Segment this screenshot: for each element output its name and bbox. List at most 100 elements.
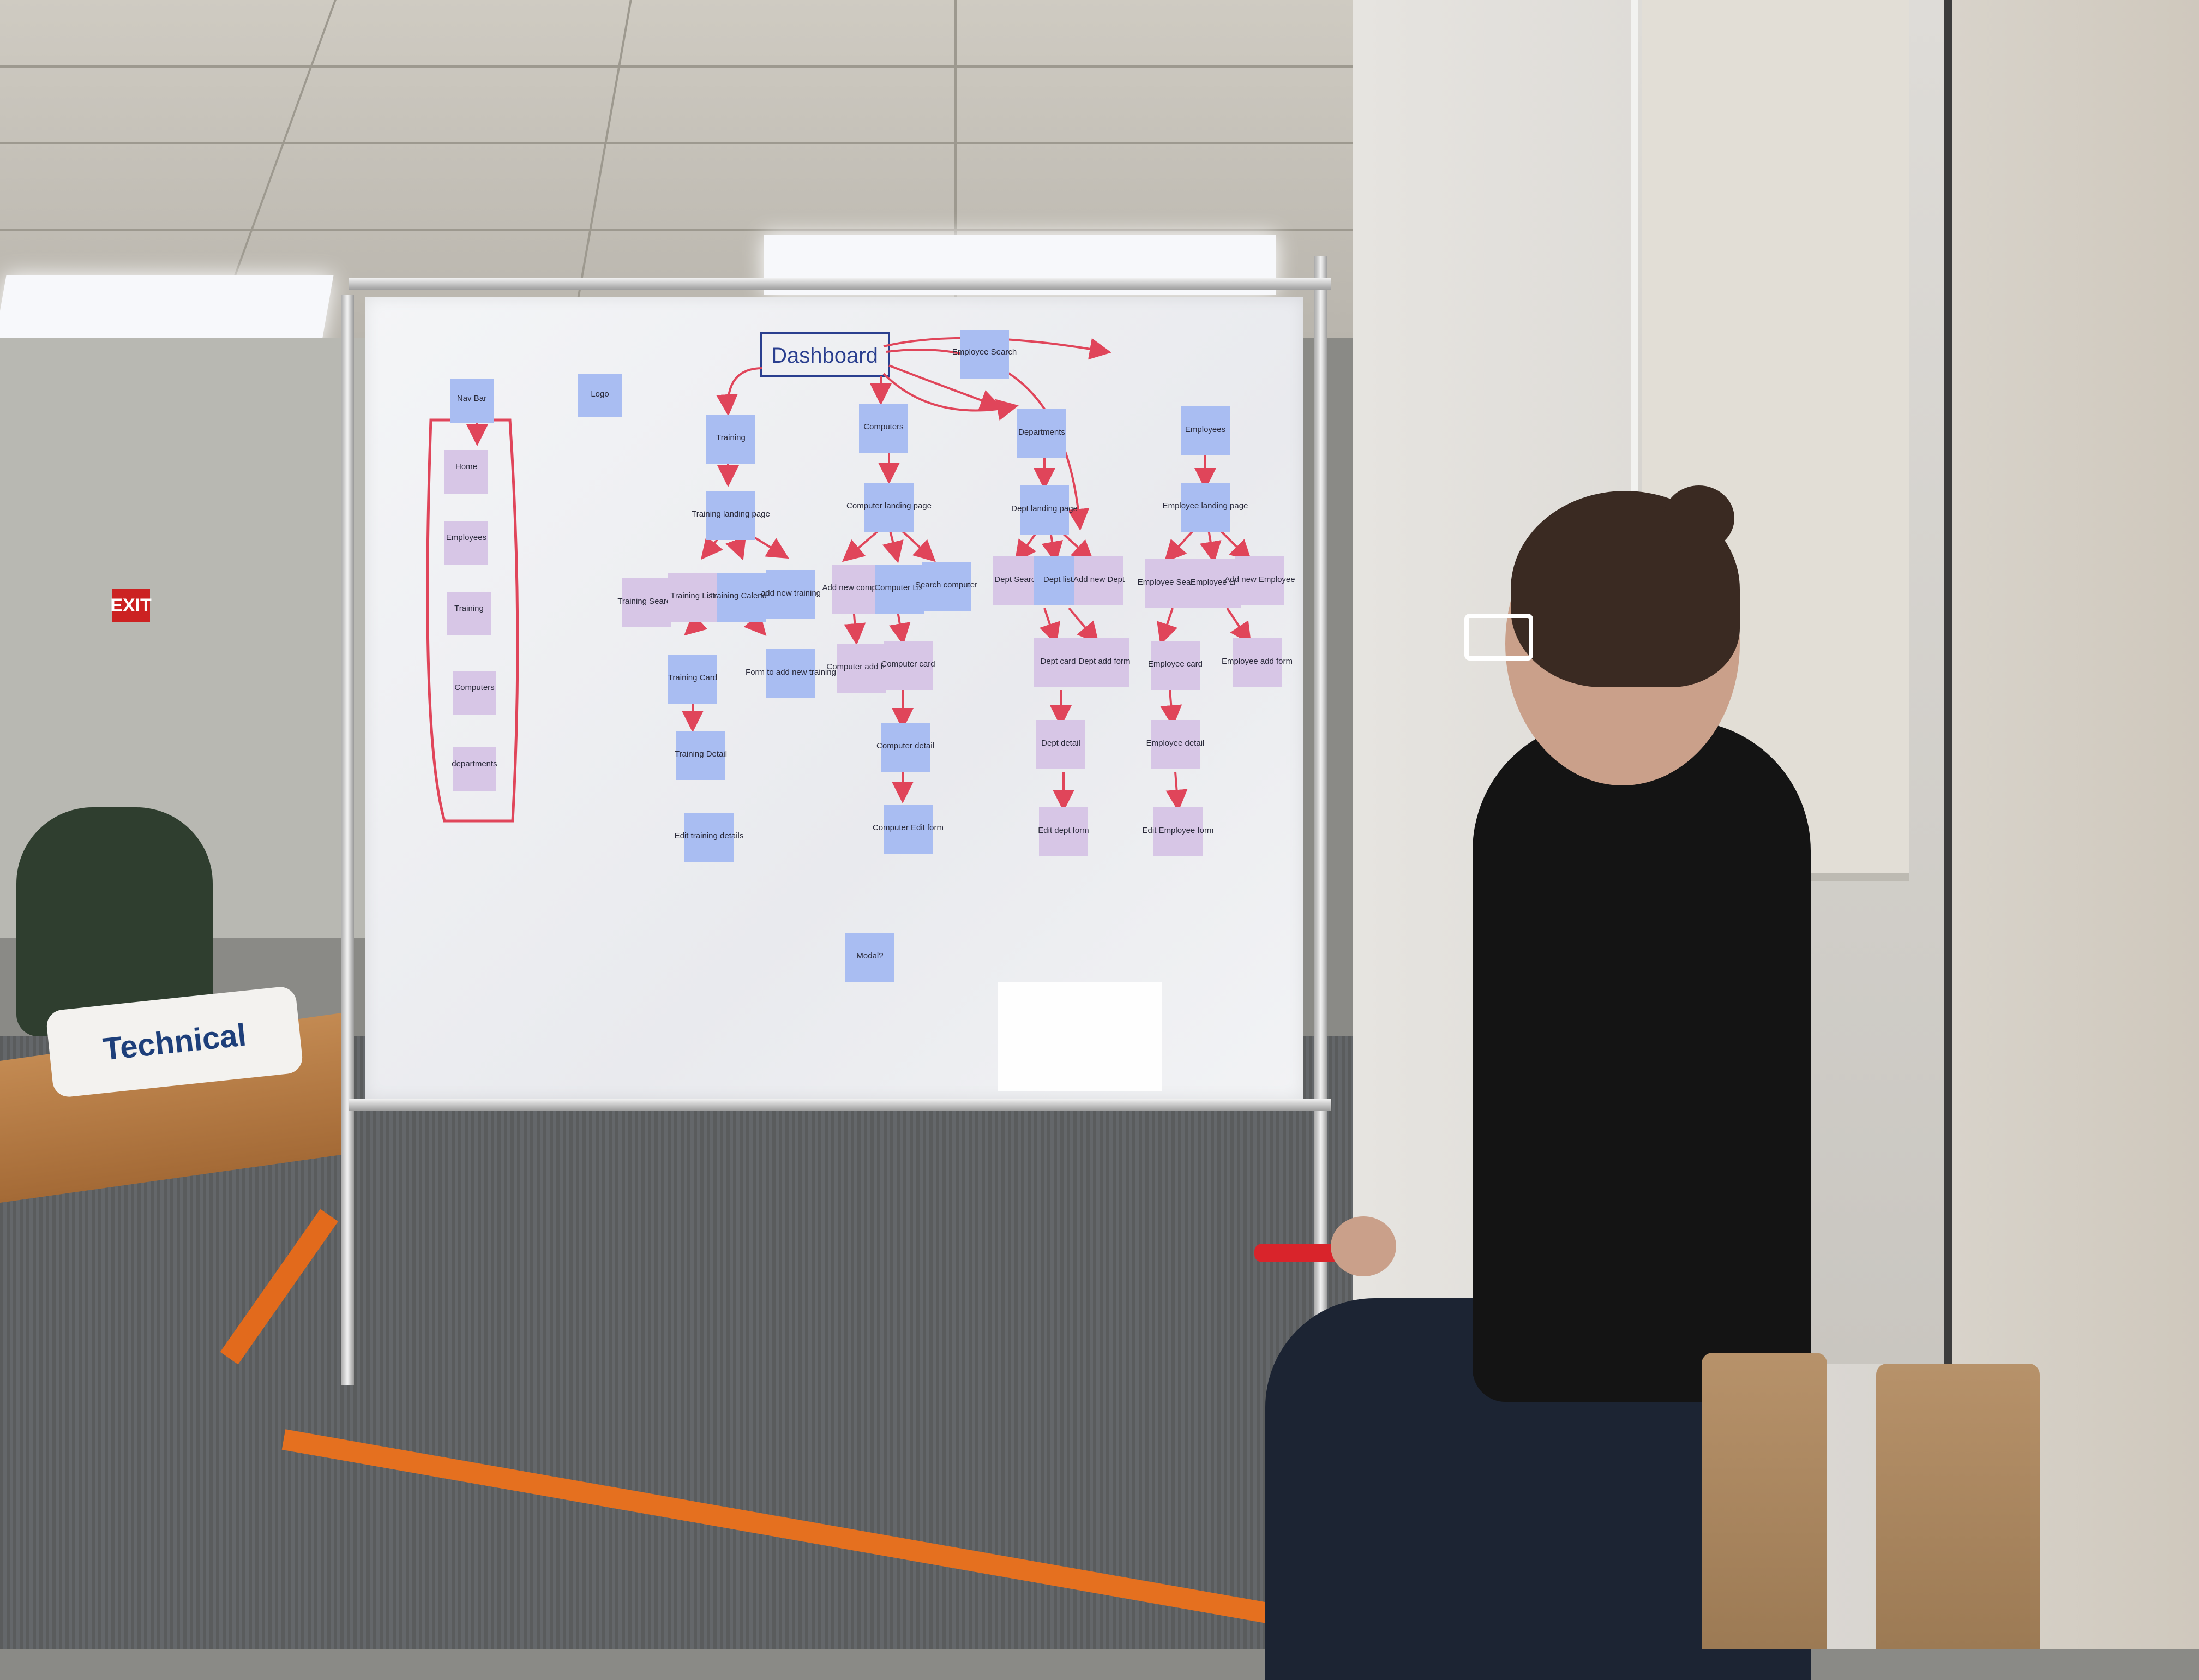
sticky-training-label: Training: [716, 433, 746, 442]
sticky-training-add-form: Form to add new training: [746, 649, 836, 698]
sticky-employee-list-label: Employee List: [1191, 578, 1242, 587]
sticky-training-search: Training Search: [617, 578, 675, 627]
sticky-computers: Computers: [859, 404, 908, 453]
board-glare: [998, 982, 1162, 1091]
sticky-nav-employees-label: Employees: [446, 533, 486, 542]
sticky-employee-list: Employee List: [1191, 559, 1242, 608]
sticky-employee-add-form: Employee add form: [1222, 638, 1293, 687]
sticky-computers-label: Computers: [863, 422, 903, 431]
sticky-computer-add-form: Computer add form: [826, 644, 897, 693]
sticky-computer-add-form-label: Computer add form: [826, 662, 897, 671]
sticky-nav-training-label: Training: [454, 604, 484, 613]
sticky-nav-computers-label: Computers: [454, 683, 494, 692]
sticky-add-new-computer: Add new computer: [822, 565, 891, 614]
sticky-nav-bar: Nav Bar: [450, 379, 494, 423]
glasses: [1464, 614, 1533, 661]
sticky-employee-landing: Employee landing page: [1163, 483, 1248, 532]
sticky-add-new-training: add new training: [761, 570, 821, 619]
board-post-left: [341, 295, 354, 1385]
sticky-training-calendar: Training Calendar: [710, 573, 774, 622]
sticky-training: Training: [706, 415, 755, 464]
sticky-employee-search: Employee Search: [1138, 559, 1202, 608]
sticky-training-add-form-label: Form to add new training: [746, 668, 836, 677]
sticky-employee-search-top: Employee Search: [952, 330, 1017, 379]
sticky-nav-employees: Employees: [444, 521, 488, 565]
sticky-training-landing: Training landing page: [692, 491, 770, 540]
sticky-employee-landing-label: Employee landing page: [1163, 501, 1248, 511]
sticky-edit-dept-form: Edit dept form: [1038, 807, 1089, 856]
sticky-dept-card-label: Dept card: [1040, 657, 1076, 666]
sticky-nav-departments: departments: [452, 747, 497, 791]
sticky-nav-home: Home: [444, 450, 488, 494]
sticky-training-card: Training Card: [668, 655, 717, 704]
sticky-training-detail: Training Detail: [675, 731, 727, 780]
sticky-employee-detail: Employee detail: [1146, 720, 1205, 769]
sticky-add-new-training-label: add new training: [761, 589, 821, 598]
sticky-edit-employee-form: Edit Employee form: [1143, 807, 1214, 856]
sticky-dept-landing-label: Dept landing page: [1011, 504, 1078, 513]
sticky-nav-departments-label: departments: [452, 759, 497, 769]
sticky-employee-detail-label: Employee detail: [1146, 739, 1205, 748]
dashboard-title: Dashboard: [771, 344, 878, 368]
sticky-computer-detail-label: Computer detail: [876, 741, 934, 751]
sticky-computer-list: Computer List: [874, 565, 926, 614]
board-post-right: [1314, 256, 1327, 1424]
sticky-search-computer-label: Search computer: [915, 580, 977, 590]
woman-torso: [1473, 720, 1811, 1402]
sticky-computer-edit-form-label: Computer Edit form: [873, 823, 944, 832]
sticky-dept-detail-label: Dept detail: [1041, 739, 1080, 748]
sticky-dept-add-form: Dept add form: [1078, 638, 1131, 687]
sticky-departments-label: Departments: [1018, 428, 1065, 437]
sticky-computer-card: Computer card: [881, 641, 935, 690]
paper-bag: [1702, 1353, 1827, 1649]
whiteboard: [365, 297, 1303, 1099]
sticky-logo-label: Logo: [591, 389, 609, 399]
board-frame-bottom: [349, 1099, 1331, 1111]
sticky-training-detail-label: Training Detail: [675, 749, 727, 759]
sticky-modal: Modal?: [845, 933, 894, 982]
sticky-edit-training: Edit training details: [675, 813, 744, 862]
sticky-dept-add-form-label: Dept add form: [1078, 657, 1130, 666]
woman-hand: [1331, 1216, 1396, 1276]
sitemap-diagram: Dashboard: [426, 330, 1295, 982]
sticky-employee-search-top-label: Employee Search: [952, 347, 1017, 357]
sticky-add-new-employee-label: Add new Employee: [1224, 575, 1295, 584]
sticky-training-card-label: Training Card: [668, 673, 717, 682]
sticky-computer-card-label: Computer card: [881, 659, 935, 669]
sticky-search-computer: Search computer: [915, 562, 977, 611]
sticky-training-list-label: Training List: [670, 591, 715, 601]
sticky-add-new-dept-label: Add new Dept: [1073, 575, 1125, 584]
sticky-training-landing-label: Training landing page: [692, 509, 770, 519]
sticky-computer-detail: Computer detail: [876, 723, 934, 772]
sticky-employees-label: Employees: [1185, 425, 1225, 434]
sticky-edit-training-label: Edit training details: [675, 831, 744, 841]
exit-sign: EXIT: [110, 589, 152, 622]
sticky-nav-training: Training: [447, 592, 491, 635]
dashboard-box: [760, 332, 890, 377]
board-frame-top: [349, 278, 1331, 290]
woman-hair-bun: [1663, 485, 1734, 551]
sticky-computer-landing: Computer landing page: [846, 483, 932, 532]
sticky-edit-employee-form-label: Edit Employee form: [1143, 826, 1214, 835]
sticky-employee-search-label: Employee Search: [1138, 578, 1202, 587]
sticky-nav-home-label: Home: [455, 462, 477, 471]
sticky-logo: Logo: [578, 374, 622, 417]
sticky-computer-list-label: Computer List: [874, 583, 926, 592]
sticky-training-calendar-label: Training Calendar: [710, 591, 774, 601]
nav-group-outline: [426, 418, 519, 823]
sticky-computer-landing-label: Computer landing page: [846, 501, 932, 511]
sticky-edit-dept-form-label: Edit dept form: [1038, 826, 1089, 835]
sticky-employee-card: Employee card: [1148, 641, 1203, 690]
paper-bag: [1876, 1364, 2040, 1649]
sticky-training-search-label: Training Search: [617, 597, 675, 606]
ceiling-light: [0, 275, 334, 346]
sticky-dept-detail: Dept detail: [1036, 720, 1085, 769]
sticky-dept-list-label: Dept list: [1043, 575, 1073, 584]
sticky-add-new-employee: Add new Employee: [1224, 556, 1295, 605]
sticky-employee-add-form-label: Employee add form: [1222, 657, 1293, 666]
sticky-departments: Departments: [1017, 409, 1066, 458]
sticky-employee-card-label: Employee card: [1148, 659, 1203, 669]
sticky-employees: Employees: [1181, 406, 1230, 455]
sticky-dept-search-label: Dept Search: [994, 575, 1040, 584]
sticky-add-new-computer-label: Add new computer: [822, 583, 890, 592]
